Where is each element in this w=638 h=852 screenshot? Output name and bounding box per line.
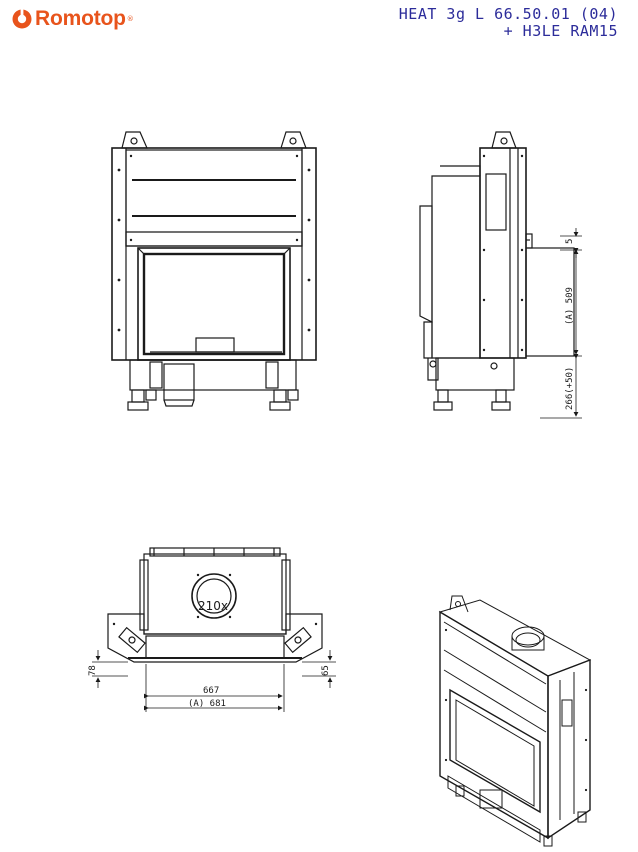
- top-view-bolts: [112, 573, 318, 626]
- model-line-2: + H3LE RAM15: [503, 22, 618, 40]
- side-dim-bottom-label: 266(+50): [565, 367, 575, 410]
- flue-diameter-label: 210x: [198, 599, 228, 613]
- model-title: HEAT 3g L 66.50.01 (04) + H3LE RAM15: [399, 6, 618, 40]
- top-dim-right-label: 65: [321, 665, 331, 676]
- side-dim-top-label: 5: [565, 239, 575, 244]
- isometric-view: [438, 595, 592, 847]
- top-dim-left-label: 78: [88, 665, 98, 676]
- side-view-dimensions: [540, 228, 582, 419]
- top-view: [107, 547, 323, 663]
- brand-registered-mark: ®: [126, 15, 134, 23]
- side-view: [419, 131, 575, 411]
- brand-logo: Romotop ®: [12, 6, 134, 32]
- top-view-dimensions: [92, 650, 336, 712]
- top-dim-a-label: (A) 681: [188, 699, 226, 709]
- side-dim-a-label: (A) 509: [565, 287, 575, 325]
- front-view: [111, 131, 317, 411]
- romotop-logo-icon: [12, 9, 32, 29]
- side-view-bolts: [482, 154, 524, 352]
- isometric-view-bolts: [444, 628, 588, 792]
- top-dim-width-label: 667: [203, 686, 219, 696]
- model-line-1: HEAT 3g L 66.50.01 (04): [398, 5, 618, 23]
- front-view-bolts: [117, 154, 311, 332]
- brand-name: Romotop: [35, 7, 126, 30]
